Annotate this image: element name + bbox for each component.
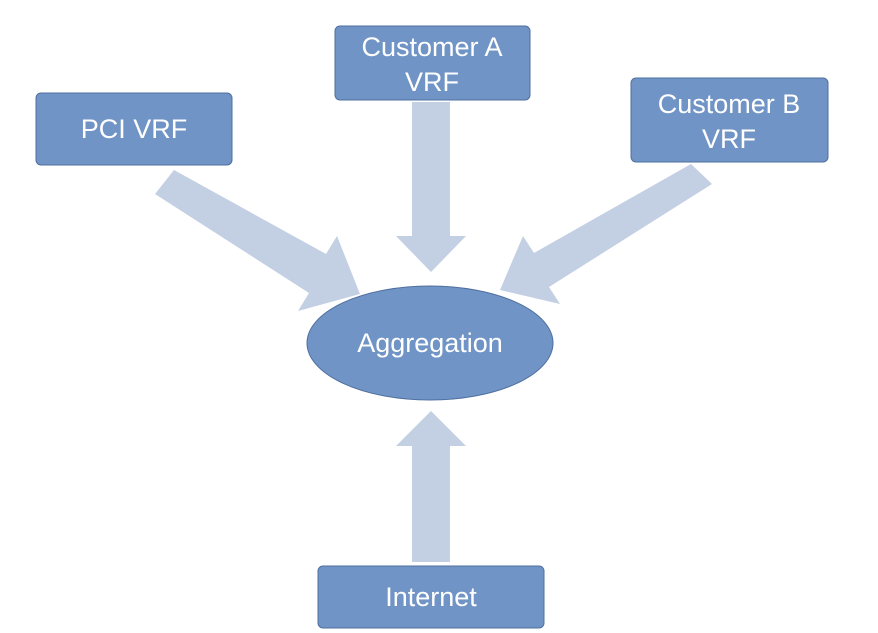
- node-customer-a-label-line1: Customer A: [361, 32, 502, 62]
- arrow-pci-to-aggregation: [155, 170, 360, 311]
- arrow-internet-to-aggregation: [396, 411, 466, 562]
- node-customer-a-vrf: Customer A VRF: [334, 25, 531, 101]
- node-pci-vrf-label: PCI VRF: [81, 114, 188, 144]
- node-customer-a-label-line2: VRF: [405, 67, 459, 97]
- node-aggregation: Aggregation: [306, 285, 554, 401]
- node-internet-label: Internet: [385, 582, 477, 612]
- node-aggregation-label: Aggregation: [357, 328, 503, 358]
- node-pci-vrf: PCI VRF: [35, 92, 233, 166]
- node-customer-b-label-line1: Customer B: [658, 89, 801, 119]
- arrow-customer-b-to-aggregation: [500, 164, 712, 304]
- node-internet: Internet: [317, 565, 545, 629]
- node-customer-b-label-line2: VRF: [702, 124, 756, 154]
- node-customer-b-vrf: Customer B VRF: [630, 77, 829, 163]
- arrow-customer-a-to-aggregation: [396, 102, 466, 272]
